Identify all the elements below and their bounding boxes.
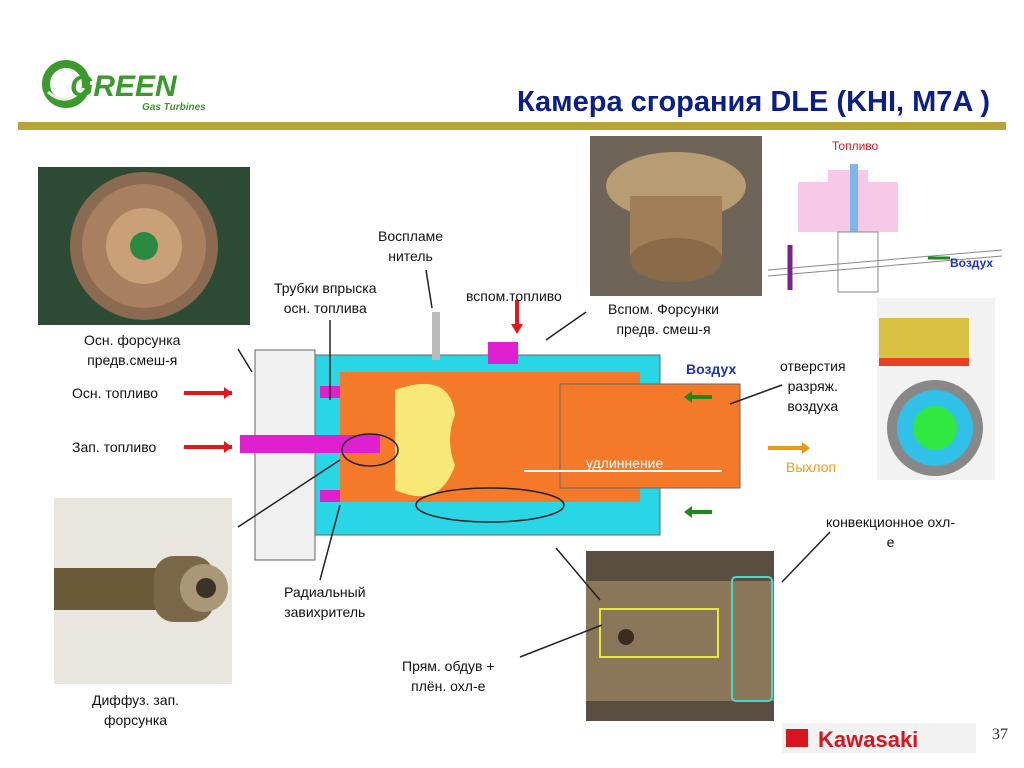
diffusion-pilot-photo: [54, 498, 232, 684]
aux-fuel-label: вспом.топливо: [466, 288, 562, 304]
title-rule: [18, 122, 1006, 130]
logo-text: GREEN: [70, 70, 178, 103]
convection-cooling-label: конвекционное охл-е: [826, 514, 956, 550]
logo-subtext: Gas Turbines: [142, 102, 206, 113]
page-number: 37: [992, 726, 1008, 743]
diffusion-pilot-label: Диффуз. зап.форсунка: [92, 692, 180, 728]
impingement-label: Прям. обдув +плён. охл-е: [402, 658, 495, 694]
green-gas-turbines-logo: GREEN Gas Turbines: [40, 58, 240, 120]
exhaust-label: Выхлоп: [786, 459, 837, 475]
extension-label: удлиннение: [586, 455, 664, 471]
kawasaki-logo: Kawasaki: [782, 723, 976, 753]
main-nozzle-photo: [38, 167, 250, 325]
cfd-simulation-image: [877, 298, 995, 480]
convection-cooling-photo: [586, 551, 774, 721]
page-title: Камера сгорания DLE (KHI, M7A ): [516, 86, 990, 118]
aux-nozzle-photo: [590, 136, 762, 296]
air-label: Воздух: [686, 361, 737, 377]
inset-air-label: Воздух: [950, 256, 994, 270]
inset-fuel-label: Топливо: [832, 139, 879, 153]
combustor-cross-section: [230, 300, 770, 570]
kawasaki-text: Kawasaki: [818, 727, 918, 752]
main-fuel-label: Осн. топливо: [72, 385, 159, 401]
pilot-fuel-label: Зап. топливо: [72, 439, 157, 455]
aux-nozzle-section-diagram: [767, 150, 1003, 300]
